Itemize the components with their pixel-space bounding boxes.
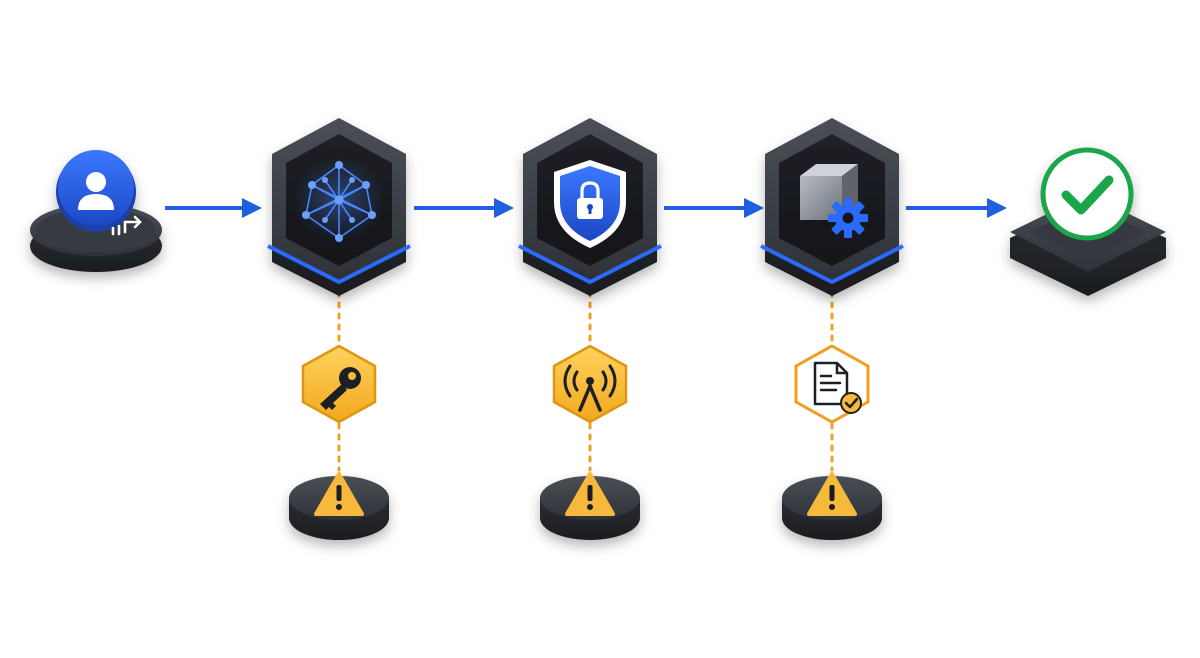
key-icon: [320, 367, 361, 410]
cube-gear-icon: [800, 164, 868, 238]
warning-icon: [565, 472, 615, 516]
login-arrow-icon: [111, 215, 142, 236]
document-check-icon: [813, 361, 862, 414]
flow-node-network[interactable]: [267, 118, 411, 296]
flow-node-processing[interactable]: [760, 118, 904, 296]
warning-puck-processing[interactable]: [782, 472, 882, 540]
warning-puck-security[interactable]: [540, 472, 640, 540]
shield-lock-icon: [554, 160, 626, 248]
flow-node-security[interactable]: [518, 118, 662, 296]
user-login-icon: [78, 172, 114, 210]
risk-badge-processing[interactable]: [794, 344, 870, 424]
warning-icon: [314, 472, 364, 516]
checkmark-icon: [1061, 175, 1114, 215]
risk-badge-security[interactable]: [552, 344, 628, 424]
flow-node-complete[interactable]: [1010, 147, 1166, 296]
signal-tower-icon: [563, 364, 617, 412]
flow-node-user[interactable]: [30, 150, 162, 272]
warning-puck-network[interactable]: [289, 472, 389, 540]
warning-icon: [807, 472, 857, 516]
network-graph-icon: [302, 161, 376, 242]
risk-badge-network[interactable]: [301, 344, 377, 424]
